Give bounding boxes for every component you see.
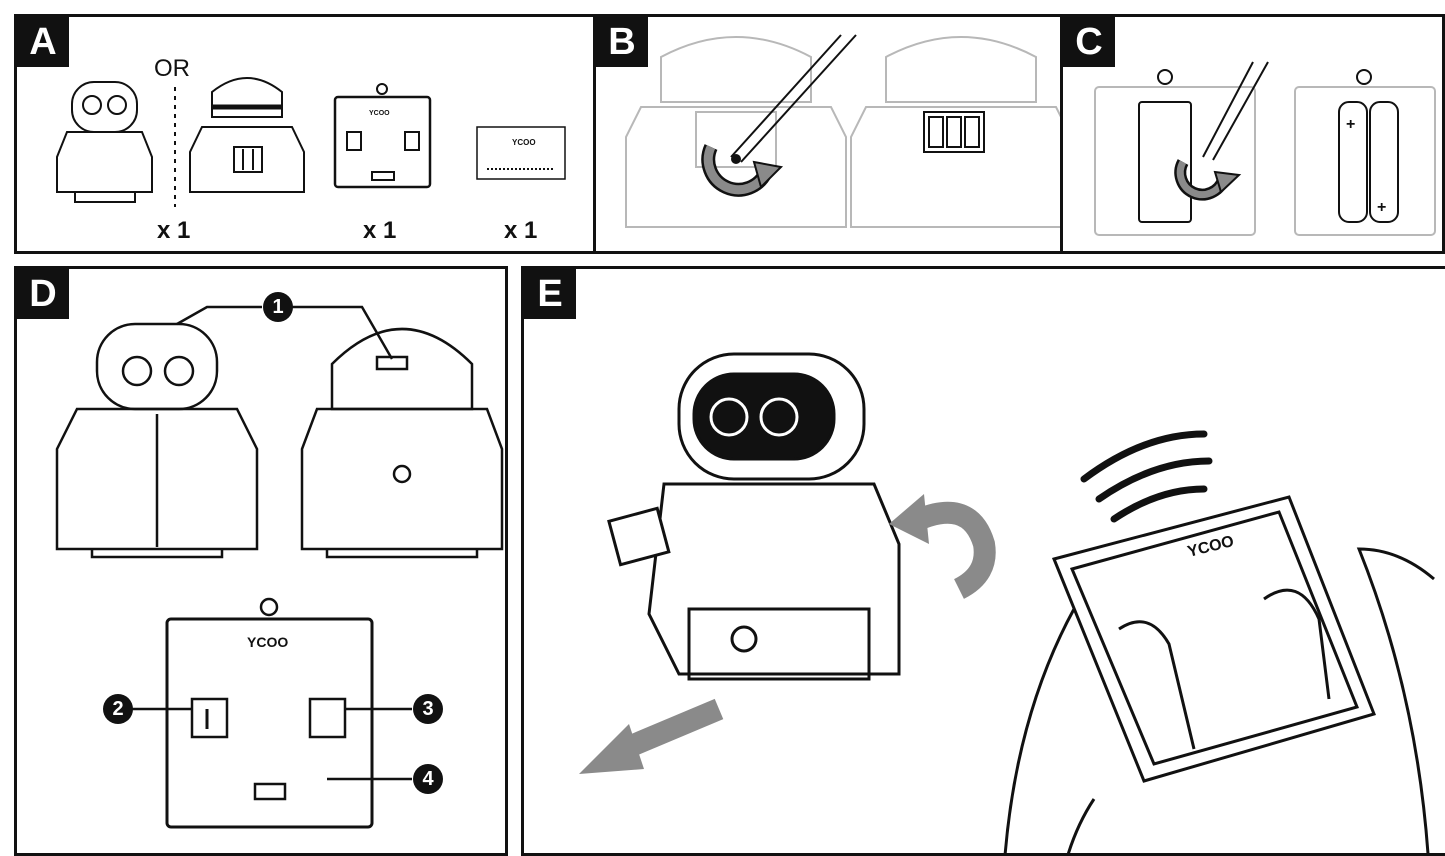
robot-front-icon [57,324,257,557]
callout-2: 2 [103,694,133,724]
robot-front-icon [57,82,152,202]
remote-quantity: x 1 [363,217,396,245]
instruction-card-icon [477,127,565,179]
or-text: OR [154,55,190,83]
callout-4: 4 [413,764,443,794]
remote-brand-text: YCOO [247,634,288,650]
card-quantity: x 1 [504,217,537,245]
panel-a: A [14,14,596,254]
panel-b: B [593,14,1063,254]
panel-c: C + + [1060,14,1445,254]
forward-arrow-icon [579,709,719,774]
rotate-arrow-icon [1180,162,1239,195]
robot-back-icon [190,78,304,192]
robot-walking-icon [609,354,899,679]
remote-brand-text: YCOO [369,110,390,117]
panel-d: D [14,266,508,856]
callout-3: 3 [413,694,443,724]
robot-back-icon [302,329,502,557]
robot-quantity: x 1 [157,217,190,245]
svg-text:+: + [1377,199,1386,216]
rotate-arrow-icon [708,147,781,190]
panel-b-illustration [596,17,1063,254]
remote-icon [335,84,430,187]
callout-1: 1 [263,292,293,322]
card-brand-text: YCOO [512,138,536,147]
panel-c-illustration: + + [1063,17,1445,254]
panel-e-illustration: YCOO [524,269,1445,856]
signal-waves-icon [1084,434,1209,519]
turn-arrow-icon [889,494,985,589]
svg-text:+: + [1346,116,1355,133]
panel-e: E [521,266,1445,856]
